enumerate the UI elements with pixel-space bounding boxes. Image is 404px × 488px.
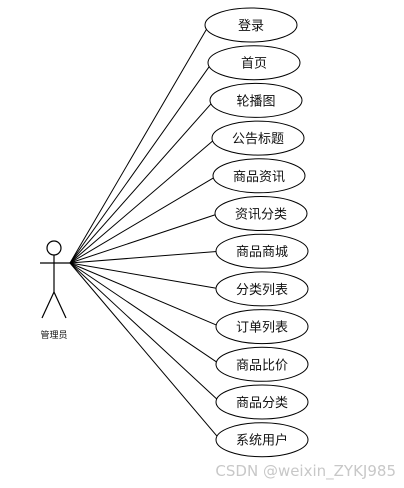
actor-head [46,240,62,256]
actor-right-leg [53,291,67,319]
use-case-ellipse [204,7,298,43]
use-case: 登录 [204,7,298,43]
watermark: CSDN @weixin_ZYKJ985 [215,462,396,481]
use-case-label: 分类列表 [236,283,288,298]
association-line [69,262,221,328]
association-line [69,262,221,441]
use-case: 首页 [207,45,301,81]
actor-left-leg [41,291,55,319]
use-case-label: 资讯分类 [235,208,287,223]
use-case-label: 首页 [241,57,267,72]
association-line [69,262,221,403]
use-case-ellipse [215,233,309,269]
use-case-label: 商品分类 [236,396,288,411]
association-line [69,262,221,365]
association-lines [69,24,221,441]
use-case: 商品商城 [215,233,309,269]
use-case-label: 商品商城 [236,245,288,260]
use-case: 订单列表 [215,309,309,345]
use-case-ellipse [215,346,309,382]
use-case: 商品分类 [215,384,309,420]
use-case-ellipse [215,309,309,345]
use-case-label: 轮播图 [236,94,275,109]
use-case-ellipse [215,384,309,420]
actor-admin: 管理员 [40,240,70,341]
use-case-label: 商品资讯 [233,170,285,185]
use-case-ellipse [212,158,306,194]
use-case-ellipse [215,271,309,307]
use-case-ellipse [215,422,309,458]
use-case: 分类列表 [215,271,309,307]
use-case: 商品比价 [215,346,309,382]
association-line [69,100,215,264]
use-case: 公告标题 [211,120,305,156]
association-line [69,262,221,290]
association-line [69,24,210,264]
use-case-label: 登录 [238,19,264,34]
use-case-ellipse [214,196,308,231]
use-cases: 登录首页轮播图公告标题商品资讯资讯分类商品商城分类列表订单列表商品比价商品分类系… [204,7,309,458]
use-case-label: 系统用户 [236,433,288,449]
use-case-label: 商品比价 [236,358,288,373]
use-case: 系统用户 [215,422,309,458]
use-case-ellipse [207,45,301,81]
association-line [69,62,213,264]
use-case-label: 订单列表 [236,321,288,336]
association-line [69,250,221,264]
use-case-ellipse [209,82,303,118]
use-case: 商品资讯 [212,158,306,194]
association-line [69,137,217,264]
association-line [69,175,218,264]
actor-label: 管理员 [40,329,67,341]
use-case-ellipse [211,120,305,156]
use-case: 轮播图 [209,82,303,118]
use-case-label: 公告标题 [232,132,284,147]
use-case: 资讯分类 [214,196,308,231]
association-line [69,213,220,264]
